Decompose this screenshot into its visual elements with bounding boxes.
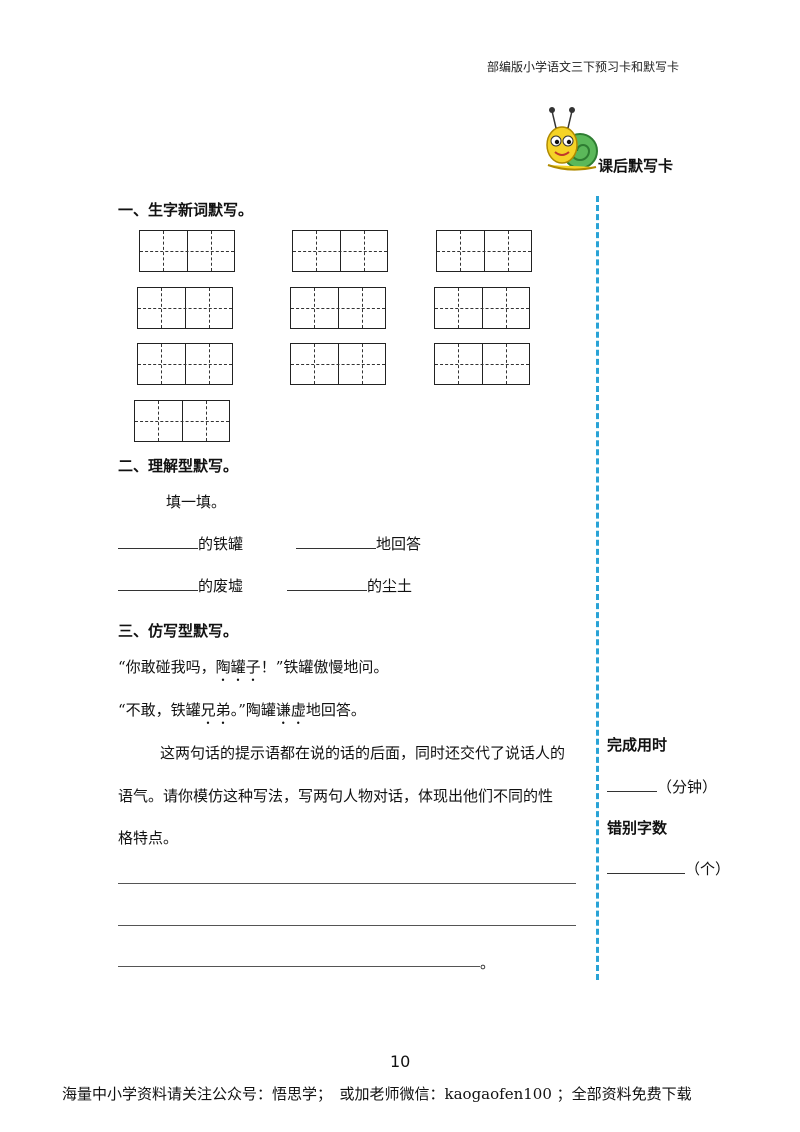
errors-label: 错别字数: [607, 819, 668, 837]
writing-grid[interactable]: [290, 287, 386, 329]
snail-icon: [546, 107, 598, 171]
footer-text: 海量中小学资料请关注公众号：悟思学； 或加老师微信：kaogaofen100 ；…: [62, 1085, 692, 1103]
time-blank[interactable]: [607, 777, 657, 792]
dashed-divider: [596, 196, 599, 980]
emphasis-text: 谦虚: [275, 701, 306, 719]
writing-grid[interactable]: [137, 287, 233, 329]
emphasis-text: 兄弟: [200, 701, 231, 719]
writing-grid[interactable]: [292, 230, 388, 272]
fill-item: 的尘土: [287, 575, 412, 596]
answer-line[interactable]: [118, 883, 576, 884]
writing-grid[interactable]: [434, 287, 530, 329]
writing-grid[interactable]: [436, 230, 532, 272]
emphasis-text: 陶罐子: [215, 658, 261, 676]
section3-title: 三、仿写型默写。: [118, 622, 239, 640]
paragraph-line: 格特点。: [118, 829, 179, 847]
fill-blank[interactable]: [118, 576, 198, 591]
section1-title: 一、生字新词默写。: [118, 201, 254, 219]
writing-grid[interactable]: [290, 343, 386, 385]
fill-item: 地回答: [296, 533, 421, 554]
time-field: （分钟）: [607, 776, 717, 797]
fill-item: 的铁罐: [118, 533, 243, 554]
section2-instruction: 填一填。: [166, 493, 227, 511]
paragraph-line: 语气。请你模仿这种写法，写两句人物对话，体现出他们不同的性: [118, 787, 554, 805]
fill-blank[interactable]: [118, 534, 198, 549]
writing-grid[interactable]: [137, 343, 233, 385]
writing-grid[interactable]: [434, 343, 530, 385]
time-label: 完成用时: [607, 736, 668, 754]
header-title: 部编版小学语文三下预习卡和默写卡: [487, 60, 680, 74]
answer-line[interactable]: [118, 966, 480, 967]
paragraph-line: 这两句话的提示语都在说的话的后面，同时还交代了说话人的: [160, 744, 566, 762]
page-number: 10: [390, 1052, 411, 1071]
quote-2: “不敢，铁罐兄弟。”陶罐谦虚地回答。: [118, 701, 366, 719]
fill-blank[interactable]: [287, 576, 367, 591]
badge-title: 课后默写卡: [598, 157, 674, 175]
quote-1: “你敢碰我吗，陶罐子！”铁罐傲慢地问。: [118, 658, 389, 676]
section2-title: 二、理解型默写。: [118, 457, 239, 475]
writing-grid[interactable]: [134, 400, 230, 442]
answer-line[interactable]: [118, 925, 576, 926]
fill-blank[interactable]: [296, 534, 376, 549]
writing-grid[interactable]: [139, 230, 235, 272]
end-mark: 。: [480, 954, 496, 972]
errors-blank[interactable]: [607, 859, 685, 874]
fill-item: 的废墟: [118, 575, 243, 596]
errors-field: （个）: [607, 858, 730, 879]
